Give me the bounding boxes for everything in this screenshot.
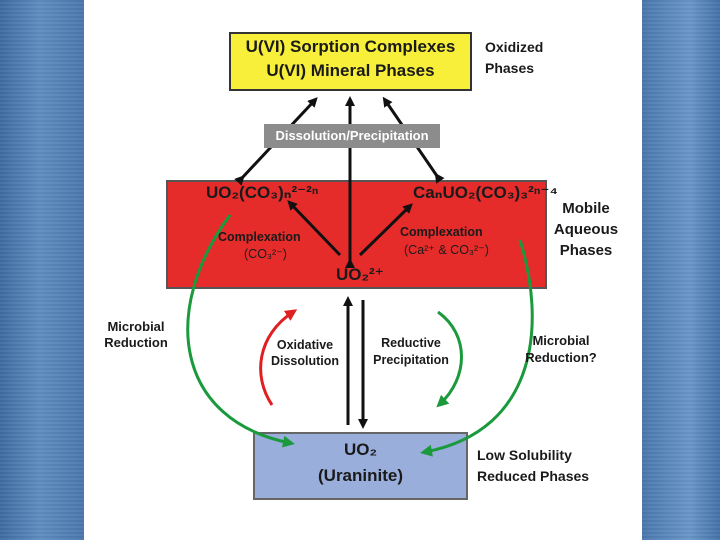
oxidized-box-line2: U(VI) Mineral Phases <box>266 61 435 80</box>
right-complexation-arrow <box>358 203 413 257</box>
reductive-precipitation-label-line1: Reductive <box>381 336 441 350</box>
slide-right-margin <box>642 0 720 540</box>
oxidized-side-label-line1: Oxidized <box>485 39 544 55</box>
left-complexation-arrow <box>287 200 342 257</box>
mobile-side-label-line3: Phases <box>559 242 613 259</box>
oxidized-phases-box <box>229 32 472 91</box>
reduced-side-label-line2: Reduced Phases <box>477 468 590 484</box>
microbial-reduction-question-line1: Microbial <box>532 333 590 348</box>
microbial-reduction-label-line2: Reduction <box>104 335 168 350</box>
uraninite-name: (Uraninite) <box>318 466 403 485</box>
mobile-side-label-line2: Aqueous <box>553 221 619 238</box>
oxidized-side-label-line2: Phases <box>485 60 535 76</box>
slide-left-margin <box>0 0 84 540</box>
oxidative-dissolution-label-line1: Oxidative <box>276 338 334 352</box>
right-complexation-label: Complexation <box>400 225 483 239</box>
microbial-reduction-label-line1: Microbial <box>107 319 165 334</box>
uranyl-species: UO₂²⁺ <box>336 265 384 284</box>
microbial-reduction-question-line2: Reduction? <box>525 350 597 365</box>
right-complexation-ligand: (Ca²⁺ & CO₃²⁻) <box>404 243 489 257</box>
left-complexation-label: Complexation <box>218 230 301 244</box>
reduced-side-label-line1: Low Solubility <box>477 447 572 463</box>
mobile-side-label-line1: Mobile <box>562 200 610 217</box>
oxidative-curved-arrow <box>259 309 298 406</box>
microbial-reduction-arrow-left <box>186 214 295 448</box>
dissolution-precipitation-label: Dissolution/Precipitation <box>264 124 440 148</box>
oxidative-dissolution-label-line2: Dissolution <box>270 354 340 368</box>
microbial-reduction-arrow-right <box>420 239 534 457</box>
reductive-precipitation-label-line2: Precipitation <box>373 353 449 367</box>
oxidized-box-line1: U(VI) Sorption Complexes <box>245 37 456 56</box>
left-carbonate-formula: UO₂(CO₃)ₙ²⁻²ⁿ <box>206 183 319 202</box>
mobile-aqueous-box <box>166 180 547 289</box>
left-complexation-ligand: (CO₃²⁻) <box>244 247 287 261</box>
right-calcium-formula: CaₙUO₂(CO₃)₃²ⁿ⁻⁴ <box>413 183 558 202</box>
redox-vertical-arrows <box>343 296 368 429</box>
uraninite-formula: UO₂ <box>343 440 378 459</box>
reductive-curved-arrow <box>436 310 463 408</box>
